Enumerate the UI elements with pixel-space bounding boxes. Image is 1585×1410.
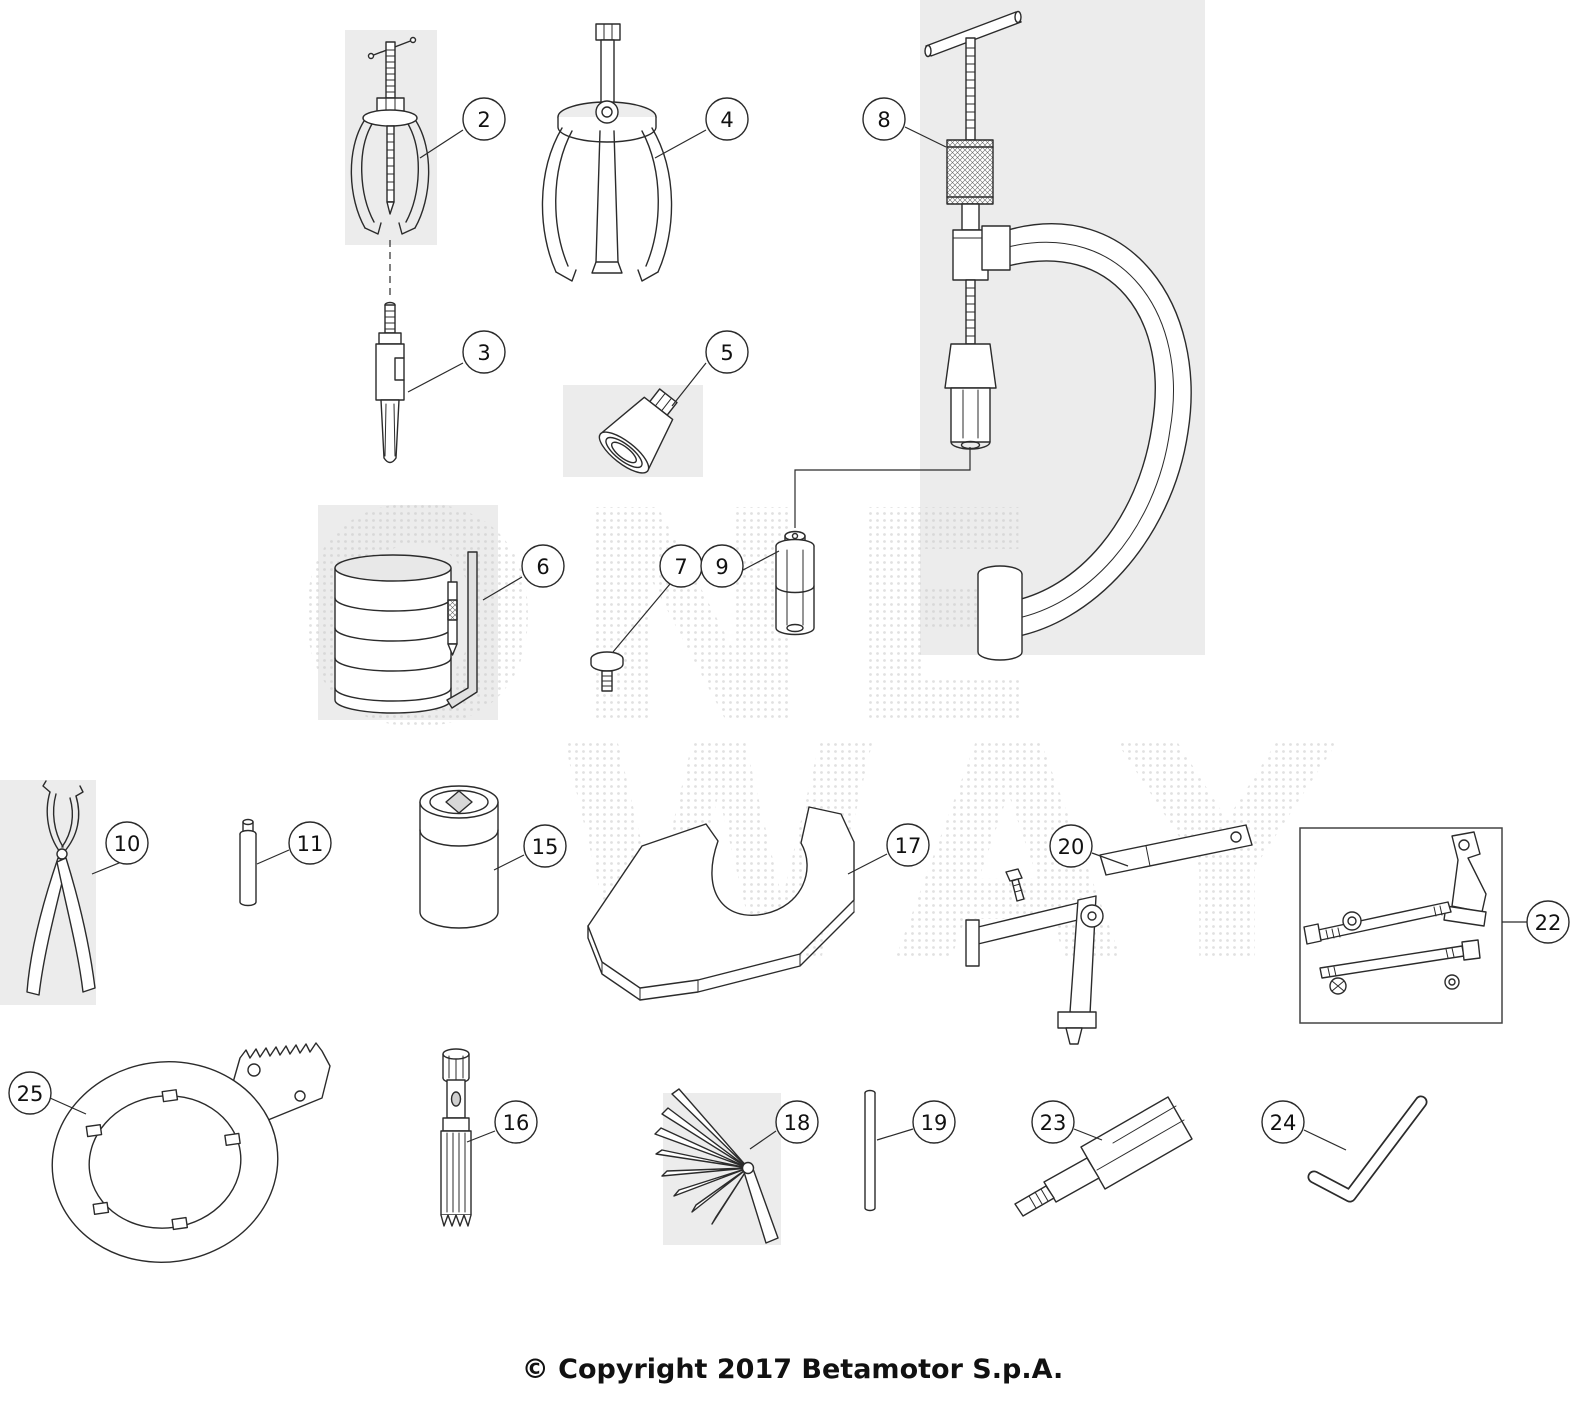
callout-19: 19 <box>876 1100 956 1144</box>
callout-6: 6 <box>482 544 565 601</box>
callout-25: 25 <box>8 1071 87 1115</box>
callout-15: 15 <box>493 824 567 871</box>
svg-text:10: 10 <box>114 832 141 856</box>
svg-text:16: 16 <box>503 1111 530 1135</box>
connector-8-9 <box>794 447 971 528</box>
tool-25-ring-wrench-illustration <box>51 1042 331 1263</box>
callout-16: 16 <box>466 1100 538 1144</box>
svg-text:5: 5 <box>720 341 733 365</box>
tool-20-holding-tool-illustration <box>965 824 1253 1045</box>
tool-15-socket-illustration <box>419 785 499 929</box>
callouts: 2 3 4 5 6 7 8 <box>8 97 1570 1151</box>
tool-4-bearing-puller-illustration <box>541 23 673 282</box>
tool-19-rod-illustration <box>864 1089 876 1212</box>
copyright-text: © Copyright 2017 Betamotor S.p.A. <box>521 1354 1064 1385</box>
callout-8: 8 <box>862 97 947 148</box>
svg-text:20: 20 <box>1058 835 1085 859</box>
svg-text:23: 23 <box>1040 1111 1067 1135</box>
callout-20: 20 <box>1049 824 1129 868</box>
tool-5-adapter-illustration <box>598 388 678 474</box>
svg-text:3: 3 <box>477 341 490 365</box>
svg-text:7: 7 <box>674 555 687 579</box>
callout-9: 9 <box>700 544 780 588</box>
svg-text:19: 19 <box>921 1111 948 1135</box>
svg-text:15: 15 <box>532 835 559 859</box>
tool-7-knob-screw-illustration <box>590 651 624 692</box>
tool-9-cage-bushing-illustration <box>775 530 815 636</box>
tool-10-circlip-pliers-illustration <box>26 780 96 996</box>
c-clamp-frame-illustration <box>977 223 1192 661</box>
callout-18: 18 <box>749 1100 819 1150</box>
tool-17-notched-plate-illustration <box>587 806 855 1001</box>
svg-text:22: 22 <box>1535 911 1562 935</box>
svg-text:9: 9 <box>715 555 728 579</box>
tool-24-hex-key-illustration <box>1307 1095 1428 1203</box>
tool-23-stepped-driver-illustration <box>1014 1096 1193 1217</box>
svg-text:17: 17 <box>895 834 922 858</box>
tool-3-extractor-illustration <box>375 301 405 464</box>
callout-22: 22 <box>1502 900 1570 944</box>
callout-5: 5 <box>671 330 749 407</box>
svg-text:2: 2 <box>477 108 490 132</box>
svg-text:25: 25 <box>17 1082 44 1106</box>
tool-16-splined-shaft-illustration <box>440 1048 472 1227</box>
svg-text:6: 6 <box>536 555 549 579</box>
callout-23: 23 <box>1031 1100 1103 1144</box>
callout-3: 3 <box>407 330 506 393</box>
callout-7: 7 <box>612 544 703 653</box>
svg-text:18: 18 <box>784 1111 811 1135</box>
callout-11: 11 <box>256 821 332 865</box>
callout-24: 24 <box>1261 1100 1347 1151</box>
callout-17: 17 <box>847 823 930 875</box>
svg-text:24: 24 <box>1270 1111 1297 1135</box>
svg-text:8: 8 <box>877 108 890 132</box>
svg-text:11: 11 <box>297 832 324 856</box>
tool-18-feeler-gauges-illustration <box>654 1088 779 1244</box>
callout-10: 10 <box>91 821 149 875</box>
callout-2: 2 <box>419 97 506 159</box>
svg-text:4: 4 <box>720 108 733 132</box>
tool-6-disc-stack-illustration <box>334 551 478 714</box>
tool-11-pin-illustration <box>239 818 257 907</box>
tool-22-kit-illustration <box>1299 827 1503 1024</box>
tool-2-gear-puller-illustration <box>350 36 430 298</box>
callout-4: 4 <box>654 97 749 159</box>
